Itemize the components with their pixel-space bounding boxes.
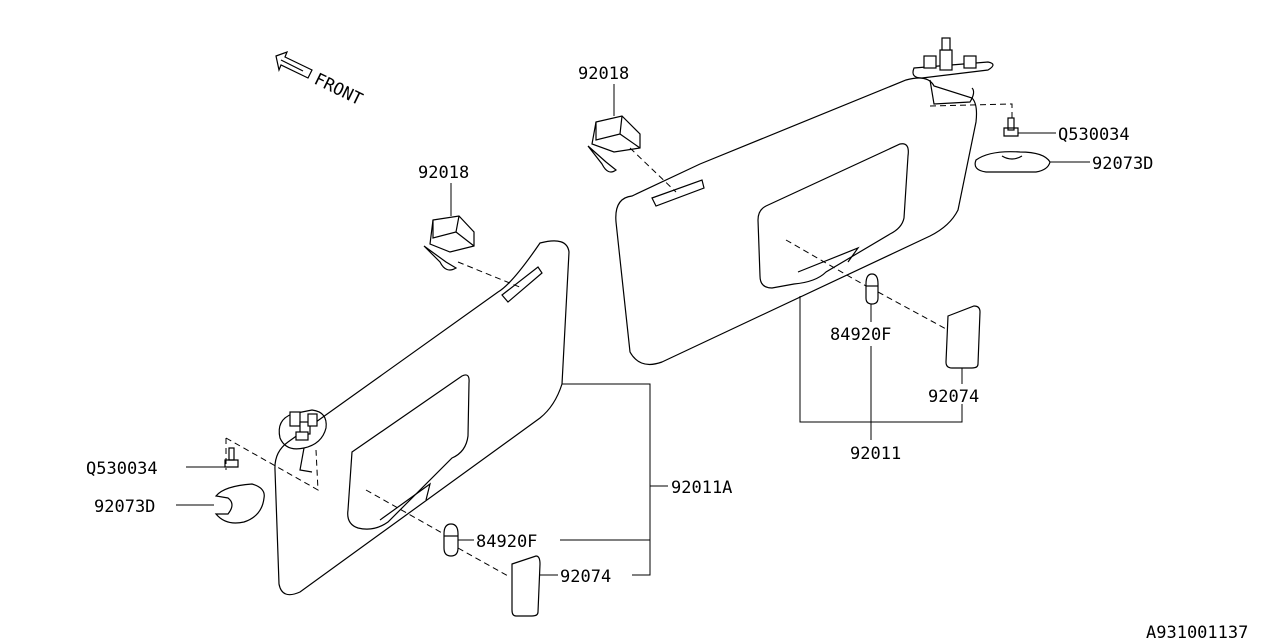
bulb-right-label: 84920F [830, 325, 891, 345]
screw-right-label: Q530034 [1058, 125, 1130, 145]
cover-right-icon [974, 151, 1051, 173]
clip-left-label: 92018 [418, 163, 469, 183]
right-sun-visor [615, 77, 978, 365]
clip-right-icon [587, 115, 641, 173]
cover-left-icon [214, 483, 265, 524]
drawing-id: A931001137 [1146, 623, 1248, 640]
visor-left-assy-label: 92011A [671, 478, 732, 498]
lens-left-label: 92074 [560, 567, 611, 587]
bulb-left-icon [443, 523, 459, 557]
left-sun-visor [274, 240, 570, 596]
lens-right-label: 92074 [928, 387, 979, 407]
screw-left-icon [224, 447, 239, 468]
screw-left-label: Q530034 [86, 459, 158, 479]
front-arrow-icon [275, 50, 313, 79]
cover-left-label: 92073D [94, 497, 155, 517]
lens-right-icon [945, 305, 981, 369]
left-visor-pivot-rod [278, 409, 327, 473]
right-visor-pivot-rod [912, 37, 994, 105]
front-label: FRONT [311, 70, 366, 110]
bulb-right-icon [865, 273, 879, 305]
cover-right-label: 92073D [1092, 154, 1153, 174]
screw-right-icon [1003, 117, 1019, 137]
clip-left-icon [423, 215, 475, 271]
bulb-left-label: 84920F [476, 532, 537, 552]
visor-right-assy-label: 92011 [850, 444, 901, 464]
lens-left-icon [511, 555, 541, 617]
clip-right-label: 92018 [578, 64, 629, 84]
